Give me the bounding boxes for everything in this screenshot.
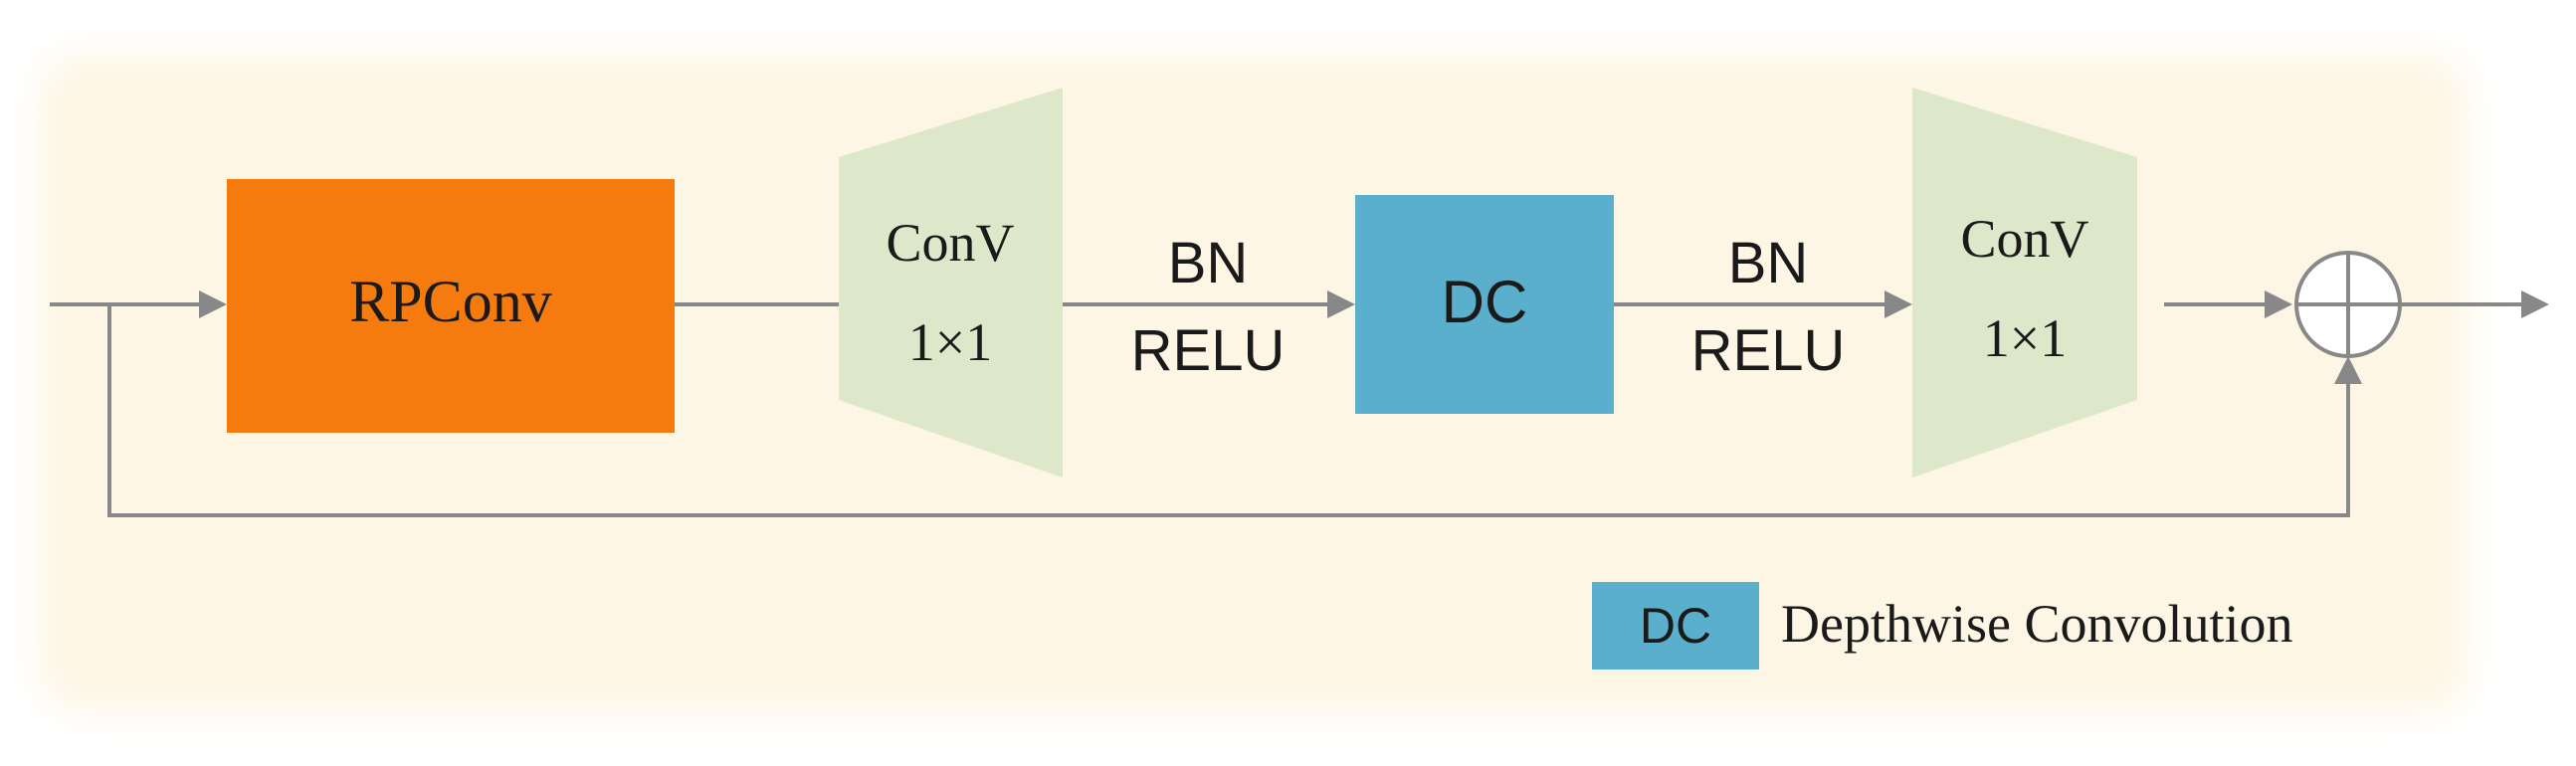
skip-connection <box>107 304 2350 517</box>
arrowhead-sum <box>2265 290 2292 318</box>
rpconv-label: RPConv <box>349 269 551 334</box>
activation-2-line2: RELU <box>1691 318 1846 383</box>
dc-block <box>1355 195 1614 414</box>
rpconv-block <box>227 179 675 433</box>
legend-key: DC <box>1640 598 1711 654</box>
arrowhead-dc <box>1327 290 1355 318</box>
arrowhead-skip <box>2334 356 2362 384</box>
conv-out-block <box>1912 88 2137 478</box>
arrowhead-rpconv <box>199 290 227 318</box>
legend-description: Depthwise Convolution <box>1781 594 2292 654</box>
arrowhead-conv-out <box>1884 290 1912 318</box>
activation-1-line2: RELU <box>1131 318 1286 383</box>
conv-in-label-line2: 1×1 <box>908 312 992 372</box>
conv-out-label-line2: 1×1 <box>1983 308 2067 368</box>
arrowhead-output <box>2521 290 2549 318</box>
conv-in-block <box>839 88 1063 478</box>
activation-1-line1: BN <box>1168 231 1249 295</box>
dc-label: DC <box>1442 269 1528 335</box>
conv-in-label-line1: ConV <box>886 213 1014 273</box>
legend: DC Depthwise Convolution <box>1592 582 2292 670</box>
activation-2-line1: BN <box>1728 231 1809 295</box>
legend-swatch <box>1592 582 1759 670</box>
conv-out-label-line1: ConV <box>1960 209 2088 269</box>
